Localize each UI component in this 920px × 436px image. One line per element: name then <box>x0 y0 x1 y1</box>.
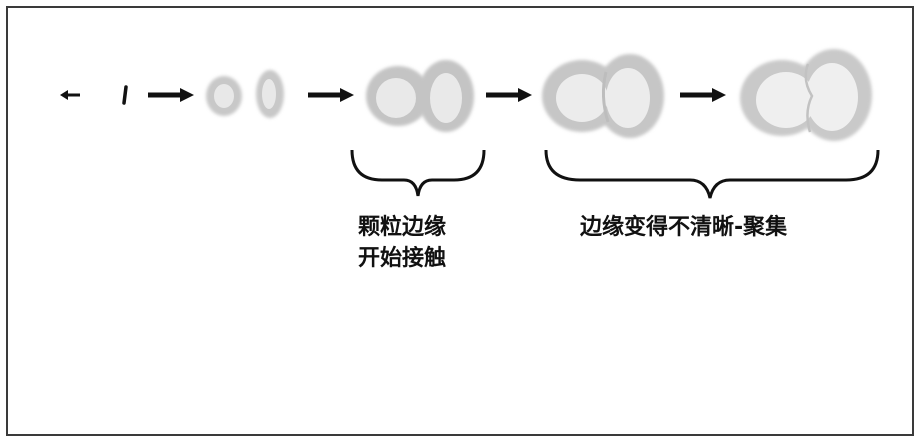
arrow-4 <box>680 88 726 102</box>
caption-contact-line2: 开始接触 <box>358 246 447 271</box>
stage-touching-particles <box>366 60 474 132</box>
caption-edges-blur-aggregate: 边缘变得不清晰-聚集 <box>580 215 788 240</box>
brace-contact <box>350 149 486 197</box>
stage-dash-particle <box>122 85 128 105</box>
arrow-3 <box>486 88 532 102</box>
stage-small-particles <box>206 70 284 118</box>
arrow-1 <box>148 88 194 102</box>
caption-contact-line1: 颗粒边缘 <box>358 215 447 240</box>
brace-aggregate <box>544 149 880 199</box>
stage-dot-particle <box>60 90 80 100</box>
arrow-2 <box>308 88 354 102</box>
caption-edges-contact: 颗粒边缘 开始接触 <box>358 212 446 274</box>
stage-merging-particles <box>542 54 664 138</box>
stage-merged-aggregate <box>740 49 872 141</box>
aggregation-diagram <box>60 49 880 199</box>
